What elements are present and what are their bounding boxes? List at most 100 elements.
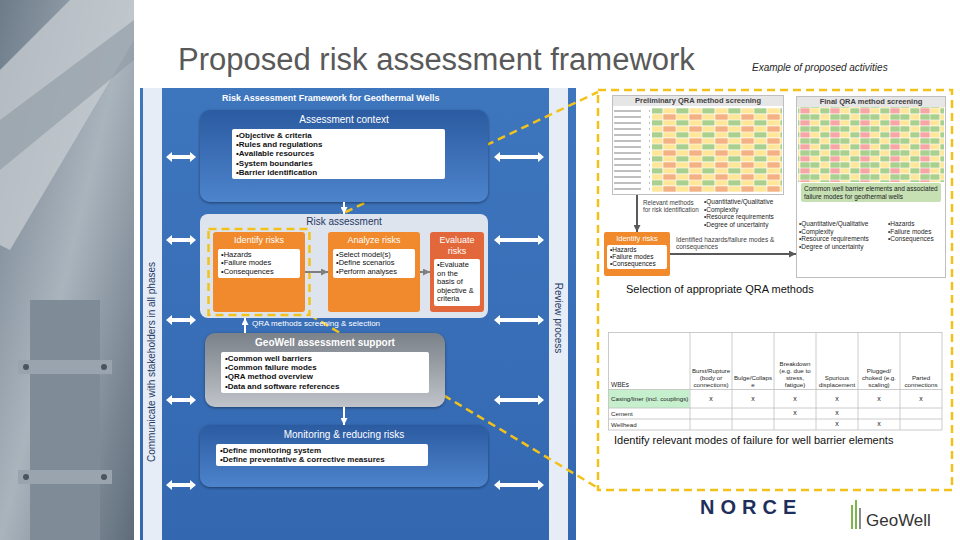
- table-mark: x: [858, 395, 900, 403]
- criteria-item: •Resource requirements: [704, 213, 790, 220]
- label-holder: •Quantitative/Qualitative: [799, 220, 885, 227]
- band-label: Review process: [552, 258, 564, 378]
- text-panel: Common well barrier elements and associa…: [801, 183, 941, 202]
- bullet-text: •Define monitoring system: [220, 446, 424, 455]
- bullet-text: •Objective & criteria: [236, 131, 441, 140]
- step-box: Evaluate risks•Evaluate on the basis of …: [430, 232, 484, 312]
- bullet-text: •Failure modes: [610, 253, 664, 260]
- criteria-item: •Failure modes: [888, 228, 944, 235]
- bullet-text: •Consequences: [221, 268, 297, 277]
- step-box: Identify risks•Hazards•Failure modes•Con…: [604, 232, 670, 276]
- title-holder: Proposed risk assessment framework: [178, 42, 738, 78]
- flow-arrow: [636, 195, 638, 232]
- flow-arrow: [343, 202, 345, 214]
- label-holder: Breakdown (e.g. due to stress, fatigue): [775, 334, 815, 388]
- slide-title: Proposed risk assessment framework: [178, 42, 738, 78]
- phase-panel: Risk assessmentIdentify risks•Hazards•Fa…: [200, 214, 488, 318]
- criteria-item: •Resource requirements: [799, 235, 885, 242]
- table-mark: x: [816, 420, 858, 428]
- table-grid: [608, 332, 942, 430]
- bullet-text: Common well barrier elements and associa…: [804, 185, 938, 200]
- edge-label: QRA methods screening & selection: [252, 319, 422, 328]
- highlight-frame: [209, 229, 310, 315]
- label-holder: x: [858, 390, 900, 408]
- band-label: Communicate with stakeholders in all pha…: [146, 212, 158, 512]
- bullet-text: •Perform analyses: [336, 268, 412, 277]
- label-holder: Wellhead: [611, 419, 689, 430]
- phase-panel: Assessment context•Objective & criteria•…: [200, 110, 488, 202]
- label-holder: •Consequences: [888, 235, 944, 242]
- table-mark: x: [816, 409, 858, 417]
- criteria-item: •Hazards: [888, 220, 944, 227]
- label-holder: x: [774, 408, 816, 419]
- table-mark: x: [900, 395, 942, 403]
- bullet-text: •Rules and regulations: [236, 140, 441, 149]
- bullet-text: •QRA method overview: [225, 372, 425, 381]
- flow-arrow: [420, 271, 430, 273]
- label-holder: Bulge/Collapse: [733, 334, 773, 388]
- table-mark: x: [774, 409, 816, 417]
- bullet-text: •Define preventative & corrective measur…: [220, 455, 424, 464]
- table-header: Burst/Rupture (body or connections): [691, 367, 731, 388]
- text-panel: •Common well barriers•Common failure mod…: [221, 352, 429, 393]
- label-holder: Cement: [611, 408, 689, 419]
- node-heading: Assessment context: [200, 114, 488, 126]
- label-holder: x: [816, 408, 858, 419]
- bullet-text: •Data and software references: [225, 382, 425, 391]
- bullet-text: •Define scenarios: [336, 259, 412, 268]
- bullet-text: •Select model(s): [336, 251, 412, 260]
- label-holder: •Degree of uncertainty: [799, 243, 885, 250]
- criteria-item: •Consequences: [888, 235, 944, 242]
- note: Example of proposed activities: [752, 62, 952, 74]
- table-mark: x: [690, 395, 732, 403]
- label-holder: x: [858, 419, 900, 430]
- label-holder: Plugged/ choked (e.g. scaling): [859, 334, 899, 388]
- label-holder: Burst/Rupture (body or connections): [691, 334, 731, 388]
- label-holder: x: [732, 390, 774, 408]
- table-header: Plugged/ choked (e.g. scaling): [859, 367, 899, 388]
- node-heading: GeoWell assessment support: [205, 337, 445, 349]
- label-holder: •Resource requirements: [799, 235, 885, 242]
- bullet-text: •System boundaries: [236, 159, 441, 168]
- label-holder: Parted connections: [901, 334, 941, 388]
- edge-label-holder: Relevant methods for risk identification: [643, 199, 701, 214]
- logo-mark: [851, 500, 861, 529]
- label-holder: x: [816, 419, 858, 430]
- criteria-item: •Complexity: [704, 206, 790, 213]
- label-holder: WBEs: [611, 334, 687, 388]
- table-header: Spurious displacement: [817, 374, 857, 388]
- support-panel: GeoWell assessment support •Common well b…: [205, 333, 445, 407]
- label-holder: •Complexity: [704, 206, 790, 213]
- bullet-text: •Barrier identification: [236, 168, 441, 177]
- callout-frame: [598, 90, 952, 490]
- label-holder: Review process: [550, 258, 566, 378]
- criteria-item: •Degree of uncertainty: [704, 221, 790, 228]
- criteria-item: •Complexity: [799, 228, 885, 235]
- bullet-text: •Available resources: [236, 149, 441, 158]
- text-panel: •Evaluate on the basis of objective & cr…: [434, 259, 480, 306]
- flow-arrow: [305, 271, 328, 273]
- label-holder: Casing/liner (incl. couplings): [611, 390, 689, 408]
- node-heading: Risk Assessment Framework for Geothermal…: [140, 88, 576, 104]
- criteria-item: •Degree of uncertainty: [799, 243, 885, 250]
- label-holder: •Complexity: [799, 228, 885, 235]
- flow-arrow: [244, 318, 246, 333]
- text-panel: •Hazards•Failure modes•Consequences: [607, 245, 667, 269]
- flow-arrow: [343, 407, 345, 425]
- edge-label-holder: QRA methods screening & selection: [252, 319, 422, 328]
- edge-label-holder: Identified hazards/failure modes & conse…: [676, 236, 790, 251]
- text-panel: •Select model(s)•Define scenarios•Perfor…: [333, 249, 415, 279]
- label-holder: Spurious displacement: [817, 334, 857, 388]
- edge-label: Identified hazards/failure modes & conse…: [676, 236, 790, 251]
- bullet-text: •Common well barriers: [225, 354, 425, 363]
- row-label: Cement: [611, 410, 689, 417]
- table-mark: x: [732, 395, 774, 403]
- phase-panel: Monitoring & reducing risks•Define monit…: [200, 425, 488, 487]
- label-holder: •Quantitative/Qualitative: [704, 198, 790, 205]
- label-holder: Communicate with stakeholders in all pha…: [144, 212, 160, 512]
- table-header: WBEs: [611, 381, 687, 388]
- screenshot-panel: Preliminary QRA method screening: [612, 95, 784, 195]
- label-holder: x: [774, 390, 816, 408]
- label-holder: Example of proposed activities: [752, 62, 952, 74]
